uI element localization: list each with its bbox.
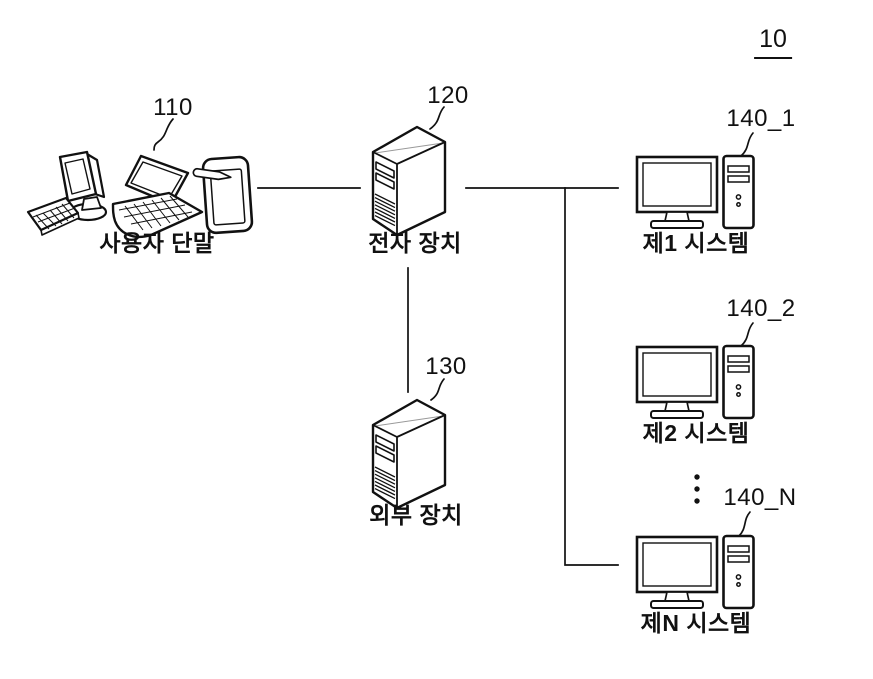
ref-label-130: 130 (425, 353, 467, 380)
monitor-and-pc-tower-icon (635, 154, 755, 230)
monitor-and-pc-tower-icon-2 (635, 344, 755, 420)
ref-label-120: 120 (427, 82, 469, 109)
ref-label-140_1: 140_1 (726, 105, 796, 132)
desktop-computer-icon (26, 150, 108, 236)
caption-system-1: 제1 시스템 (642, 230, 750, 256)
monitor-and-pc-tower-icon-n (635, 534, 755, 610)
tablet-stylus-icon (192, 155, 254, 235)
leader-lines (153, 106, 754, 537)
leader-140_2 (740, 322, 754, 347)
link-bus-to-systemN (564, 187, 619, 566)
ref-label-110: 110 (153, 94, 193, 121)
pc-tower-icon (722, 154, 755, 230)
server-tower-icon (371, 125, 447, 237)
connector-lines (257, 187, 619, 566)
leader-140_1 (740, 132, 754, 157)
leader-110 (153, 118, 174, 151)
ref-label-140_2: 140_2 (726, 295, 796, 322)
figure-reference-number: 10 (754, 25, 792, 59)
leader-140_N (738, 511, 751, 537)
stylus-icon (192, 167, 232, 181)
laptop-icon (111, 154, 204, 239)
leader-130 (430, 378, 445, 401)
server-tower-icon-external (371, 398, 447, 510)
vertical-ellipsis (694, 474, 700, 504)
leader-120 (429, 106, 445, 130)
caption-external-device: 외부 장치 (369, 502, 463, 528)
caption-electronic-device: 전자 장치 (368, 230, 462, 256)
caption-system-2: 제2 시스템 (642, 420, 750, 446)
caption-user-terminal: 사용자 단말 (99, 230, 215, 256)
user-terminal-icons (26, 150, 254, 239)
caption-system-n: 제N 시스템 (640, 610, 752, 636)
ref-label-140_N: 140_N (723, 484, 797, 511)
